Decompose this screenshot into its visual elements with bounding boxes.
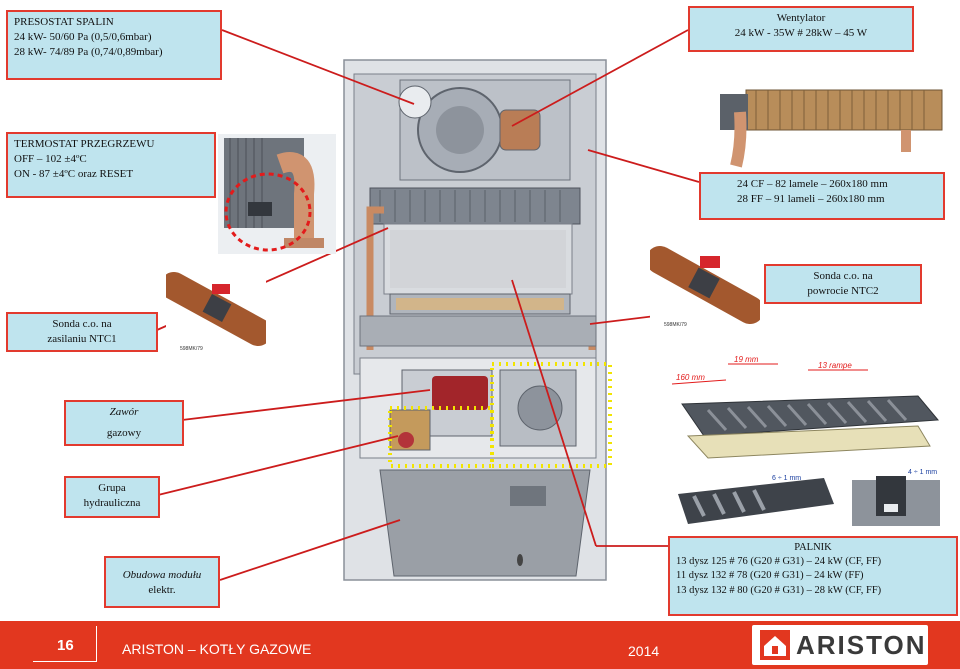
overheat-thermostat-photo: [218, 134, 336, 254]
return-sensor-line2: powrocie NTC2: [807, 284, 879, 297]
burner-label: PALNIK 13 dysz 125 # 76 (G20 # G31) – 24…: [668, 536, 958, 616]
footer-title: ARISTON – KOTŁY GAZOWE: [122, 641, 312, 657]
overheat-thermostat-label: TERMOSTAT PRZEGRZEWU OFF – 102 ±4ºC ON -…: [6, 132, 216, 198]
burner-dim-5: 4 ÷ 1 mm: [908, 469, 937, 476]
gas-valve-line2: gazowy: [106, 426, 142, 439]
gas-valve-label: Zawór gazowy: [64, 400, 184, 446]
burner-dim-2: 13 rampe: [818, 361, 852, 370]
heat-exchanger-photo: [706, 82, 946, 172]
return-sensor-label: Sonda c.o. na powrocie NTC2: [764, 264, 922, 304]
ntc-sensor-supply-photo: 598MK/79: [166, 258, 266, 354]
supply-sensor-line1: Sonda c.o. na: [52, 318, 112, 330]
burner-line-3: 13 dysz 132 # 80 (G20 # G31) – 28 kW (CF…: [676, 584, 882, 596]
page-number: 16: [33, 626, 97, 662]
fan-power: 24 kW - 35W # 28kW – 45 W: [734, 26, 868, 39]
presostat-line-24kw: 24 kW- 50/60 Pa (0,5/0,6mbar): [14, 30, 152, 43]
ntc-sensor-return-photo: 598MK/79: [650, 234, 760, 330]
ariston-logo: ARISTON: [752, 625, 928, 665]
thermostat-title: TERMOSTAT PRZEGRZEWU: [14, 138, 155, 150]
housing-line2: elektr.: [148, 583, 176, 596]
supply-sensor-label: Sonda c.o. na zasilaniu NTC1: [6, 312, 158, 352]
burner-nozzle-photo: 6 ÷ 1 mm: [674, 464, 838, 534]
presostat-title: PRESOSTAT SPALIN: [14, 16, 114, 28]
fan-label: Wentylator 24 kW - 35W # 28kW – 45 W: [688, 6, 914, 52]
electronics-housing-label: Obudowa modułu elektr.: [104, 556, 220, 608]
logo-text: ARISTON: [796, 629, 927, 660]
hydraulic-group-line2: hydrauliczna: [83, 496, 141, 509]
thermostat-off: OFF – 102 ±4ºC: [14, 152, 87, 165]
flue-pressure-switch-label: PRESOSTAT SPALIN 24 kW- 50/60 Pa (0,5/0,…: [6, 10, 222, 80]
fan-title: Wentylator: [776, 12, 826, 24]
burner-dim-3: 160 mm: [676, 373, 705, 382]
supply-sensor-line2: zasilaniu NTC1: [47, 332, 117, 345]
burner-line-2: 11 dysz 132 # 78 (G20 # G31) – 24 kW (FF…: [676, 570, 864, 582]
hydraulic-group-line1: Grupa: [98, 482, 126, 494]
svg-text:598MK/79: 598MK/79: [180, 346, 203, 352]
burner-detail-photo: 4 ÷ 1 mm: [846, 464, 946, 534]
svg-text:598MK/79: 598MK/79: [664, 322, 687, 328]
gas-valve-line1: Zawór: [109, 406, 139, 418]
burner-photo: 19 mm 13 rampe 160 mm: [668, 350, 948, 470]
exchanger-28ff: 28 FF – 91 lameli – 260x180 mm: [737, 192, 885, 205]
housing-line1: Obudowa modułu: [122, 569, 202, 581]
footer-year: 2014: [628, 643, 660, 659]
exchanger-24cf: 24 CF – 82 lamele – 260x180 mm: [737, 178, 888, 190]
boiler-cutaway-illustration: [343, 59, 612, 581]
hydraulic-group-label: Grupa hydrauliczna: [64, 476, 160, 518]
burner-dim-4: 6 ÷ 1 mm: [772, 475, 801, 482]
return-sensor-line1: Sonda c.o. na: [813, 270, 873, 282]
heat-exchanger-label: 24 CF – 82 lamele – 260x180 mm 28 FF – 9…: [699, 172, 945, 220]
burner-title: PALNIK: [794, 542, 832, 553]
burner-line-1: 13 dysz 125 # 76 (G20 # G31) – 24 kW (CF…: [676, 556, 882, 568]
thermostat-on: ON - 87 ±4ºC oraz RESET: [14, 167, 134, 180]
ariston-house-icon: [760, 630, 790, 660]
burner-dim-1: 19 mm: [734, 355, 759, 364]
presostat-line-28kw: 28 kW- 74/89 Pa (0,74/0,89mbar): [14, 45, 163, 58]
